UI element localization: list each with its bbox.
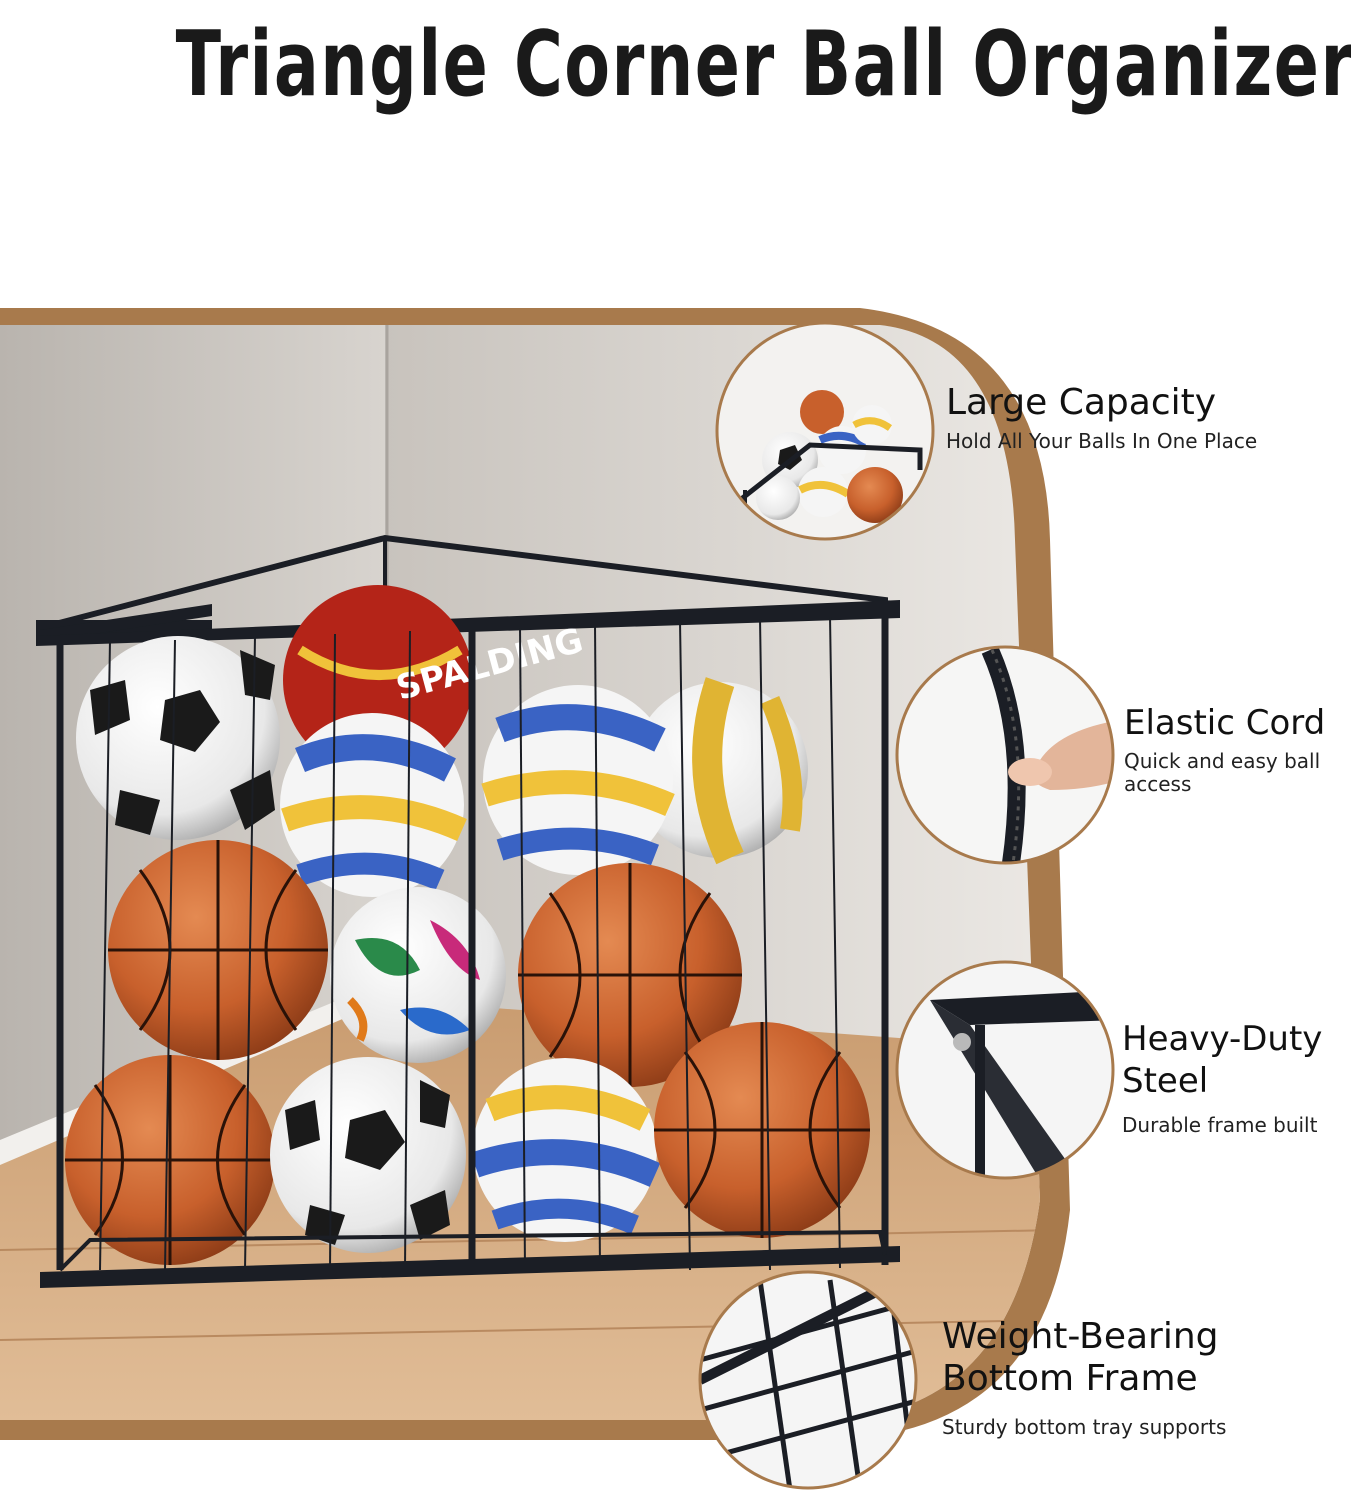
- feature-heading: Weight-Bearing Bottom Frame: [942, 1316, 1219, 1399]
- large-capacity-thumbnail: [717, 323, 933, 539]
- elastic-cord-thumbnail: [897, 647, 1113, 863]
- heavy-duty-steel-thumbnail: [897, 962, 1113, 1178]
- feature-description: Quick and easy ball access: [1124, 749, 1321, 796]
- soccer-ball-2: [270, 1057, 466, 1253]
- feature-description: Sturdy bottom tray supports: [942, 1415, 1227, 1439]
- basketball-2: [108, 840, 328, 1060]
- organizer-base: [40, 1229, 900, 1288]
- volleyball-2: [481, 685, 675, 875]
- feature-heavy-duty-steel: Heavy-Duty Steel Durable frame built: [1122, 1018, 1347, 1137]
- feature-description: Hold All Your Balls In One Place: [946, 429, 1258, 453]
- feature-heading: Elastic Cord: [1124, 703, 1326, 743]
- feature-description: Durable frame built: [1122, 1113, 1318, 1137]
- basketball-4: [65, 1055, 275, 1265]
- feature-heading: Large Capacity: [946, 382, 1217, 423]
- volleyball-3: [470, 1058, 661, 1242]
- soccer-ball-1: [76, 636, 280, 840]
- feature-heading: Heavy-Duty Steel: [1122, 1019, 1323, 1101]
- organizer-bars: [56, 615, 889, 1271]
- soccer-ball-colorful: [330, 887, 506, 1063]
- feature-elastic-cord: Elastic Cord Quick and easy ball access: [1124, 702, 1349, 796]
- bottom-frame-thumbnail: [700, 1272, 916, 1488]
- feature-weight-bearing: Weight-Bearing Bottom Frame Sturdy botto…: [942, 1316, 1342, 1439]
- page-title: Triangle Corner Ball Organizer: [175, 12, 1351, 117]
- feature-large-capacity: Large Capacity Hold All Your Balls In On…: [946, 382, 1346, 453]
- volleyball-1: [280, 713, 467, 897]
- basketball-5: [654, 1022, 870, 1238]
